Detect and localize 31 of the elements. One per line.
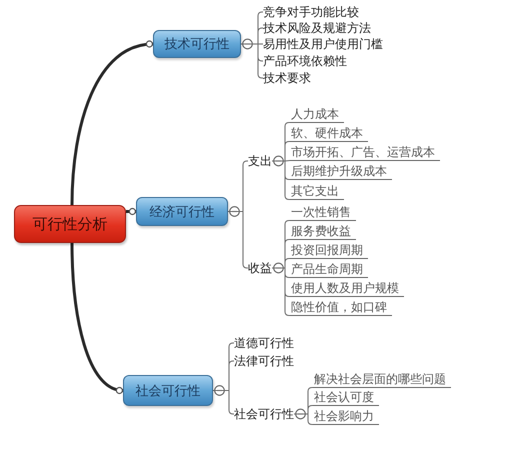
subtopic-label: 其它支出: [290, 184, 344, 200]
subtopic-label: 使用人数及用户规模: [290, 281, 404, 297]
connector-line: [70, 40, 154, 206]
subtopic-label: 支出: [248, 154, 272, 168]
subtopic-label: 产品环境依赖性: [263, 54, 347, 68]
subtopic-label: 产品生命周期: [290, 262, 368, 278]
subtopic-label: 服务费收益: [290, 224, 356, 240]
topic-box: 经济可行性: [136, 197, 228, 226]
subtopic-label: 投资回报周期: [290, 243, 368, 259]
subtopic-label: 易用性及用户使用门槛: [263, 37, 383, 51]
subtopic-label: 市场开拓、广告、运营成本: [290, 145, 440, 161]
central-topic-box: 可行性分析: [14, 205, 126, 243]
subtopic-label: 社会影响力: [313, 409, 379, 425]
subtopic-label: 法律可行性: [234, 354, 294, 368]
subtopic-label: 技术要求: [263, 71, 311, 85]
subtopic-label: 竞争对手功能比较: [263, 5, 359, 19]
subtopic-label: 收益: [248, 261, 272, 275]
subtopic-label: 隐性价值，如口碑: [290, 300, 392, 316]
subtopic-label: 一次性销售: [290, 205, 356, 221]
subtopic-label: 后期维护升级成本: [290, 164, 392, 180]
subtopic-label: 技术风险及规避方法: [263, 21, 371, 35]
connector-line: [70, 242, 124, 394]
subtopic-label: 软、硬件成本: [290, 126, 368, 142]
subtopic-label: 人力成本: [290, 107, 344, 123]
topic-box: 社会可行性: [123, 375, 213, 406]
subtopic-label: 社会认可度: [313, 390, 379, 406]
topic-box: 技术可行性: [153, 30, 241, 58]
subtopic-label: 社会可行性: [234, 407, 294, 421]
connector-line: [126, 208, 136, 216]
subtopic-label: 道德可行性: [234, 336, 294, 350]
subtopic-label: 解决社会层面的哪些问题: [313, 372, 451, 388]
